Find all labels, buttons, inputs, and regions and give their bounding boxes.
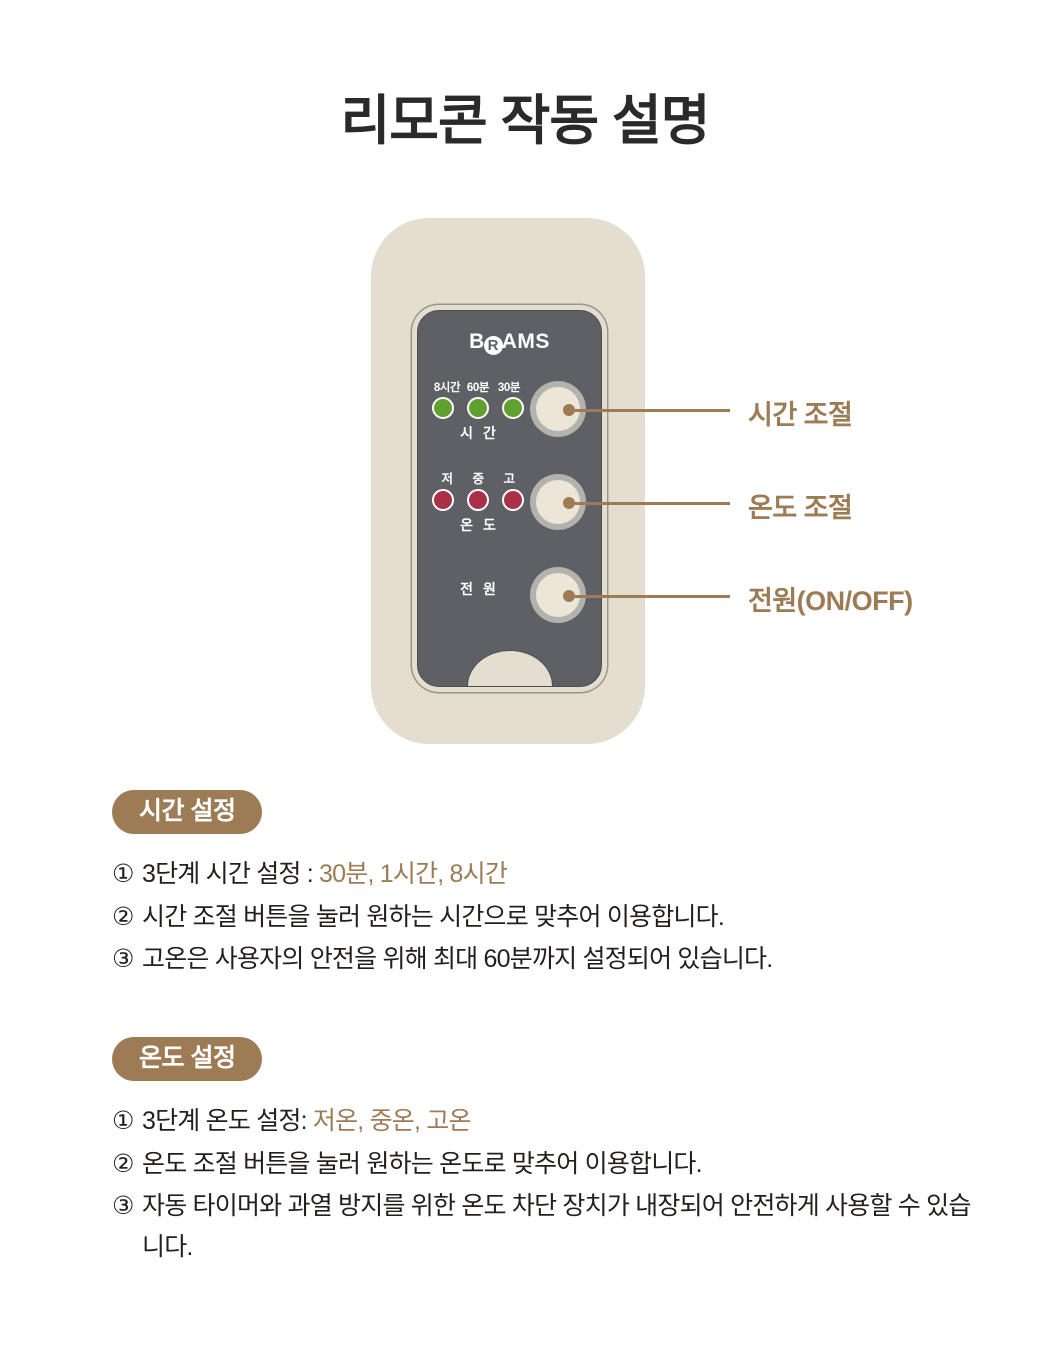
list-item: ② 시간 조절 버튼을 눌러 원하는 시간으로 맞추어 이용합니다. [112,897,972,938]
callout-label-power: 전원(ON/OFF) [748,586,913,616]
time-cap-30m: 30분 [497,382,521,394]
list-item: ① 3단계 온도 설정: 저온, 중온, 고온 [112,1101,972,1142]
power-button-label: 전 원 [460,581,499,597]
list-text-main: 3단계 온도 설정: [142,1107,313,1136]
temperature-settings-section: 온도 설정 ① 3단계 온도 설정: 저온, 중온, 고온 ② 온도 조절 버튼… [112,1037,972,1269]
temperature-led-group: 저 중 고 온 도 [430,468,526,535]
time-cap-60m: 60분 [466,382,490,394]
time-group-label: 시 간 [460,425,499,441]
callout-dot-time-adjust [563,404,575,416]
temp-cap-low: 저 [441,472,453,486]
callout-dot-temperature-adjust [563,497,575,509]
time-led-group: 8시간 60분 30분 시 간 [430,379,526,443]
time-settings-badge: 시간 설정 [112,790,263,835]
list-text-main: 고온은 사용자의 안전을 위해 최대 60분까지 설정되어 있습니다. [142,945,773,974]
list-text: 시간 조절 버튼을 눌러 원하는 시간으로 맞추어 이용합니다. [142,897,972,938]
led-indicator-30m [502,397,524,419]
list-text-main: 온도 조절 버튼을 눌러 원하는 온도로 맞추어 이용합니다. [142,1149,703,1178]
callout-dot-power [563,590,575,602]
panel-bottom-notch [466,650,553,686]
led-indicator-mid [467,489,489,511]
time-settings-bullets: ① 3단계 시간 설정 : 30분, 1시간, 8시간 ② 시간 조절 버튼을 … [112,854,972,980]
list-marker: ③ [112,945,134,974]
list-marker: ② [112,1149,134,1178]
callout-line-time-adjust [575,409,730,412]
brams-logo-suffix: AMS [501,330,550,353]
brams-registered-mark: R [483,336,503,355]
list-text: 온도 조절 버튼을 눌러 원하는 온도로 맞추어 이용합니다. [142,1144,972,1185]
list-text: 3단계 시간 설정 : 30분, 1시간, 8시간 [142,854,972,895]
temp-cap-high: 고 [503,472,515,486]
temp-led-captions: 저 중 고 [430,468,526,487]
list-text-accent: 저온, 중온, 고온 [312,1107,472,1136]
temp-led-row [430,489,526,511]
time-led-captions: 8시간 60분 30분 [430,379,526,395]
temperature-settings-bullets: ① 3단계 온도 설정: 저온, 중온, 고온 ② 온도 조절 버튼을 눌러 원… [112,1101,972,1267]
temp-cap-mid: 중 [472,472,484,486]
list-text-main: 3단계 시간 설정 : [142,860,320,889]
list-item: ③ 자동 타이머와 과열 방지를 위한 온도 차단 장치가 내장되어 안전하게 … [112,1186,972,1267]
list-item: ② 온도 조절 버튼을 눌러 원하는 온도로 맞추어 이용합니다. [112,1144,972,1185]
callout-line-temperature-adjust [575,502,730,505]
list-marker: ② [112,902,134,931]
list-marker: ③ [112,1192,134,1221]
list-item: ① 3단계 시간 설정 : 30분, 1시간, 8시간 [112,854,972,895]
temperature-adjust-button[interactable] [530,474,586,530]
led-indicator-high [502,489,524,511]
list-text: 자동 타이머와 과열 방지를 위한 온도 차단 장치가 내장되어 안전하게 사용… [142,1186,972,1267]
time-led-row [430,397,526,419]
list-item: ③ 고온은 사용자의 안전을 위해 최대 60분까지 설정되어 있습니다. [112,939,972,980]
list-text: 3단계 온도 설정: 저온, 중온, 고온 [142,1101,972,1142]
time-cap-8h: 8시간 [433,382,461,394]
temperature-settings-badge: 온도 설정 [112,1037,263,1082]
callout-line-power [575,595,730,598]
list-marker: ① [112,860,134,889]
list-text-main: 자동 타이머와 과열 방지를 위한 온도 차단 장치가 내장되어 안전하게 사용… [142,1192,971,1261]
brams-logo-prefix: B [469,330,485,353]
list-text: 고온은 사용자의 안전을 위해 최대 60분까지 설정되어 있습니다. [142,939,972,980]
page-title: 리모콘 작동 설명 [340,91,711,151]
temperature-group-label: 온 도 [460,517,499,533]
list-marker: ① [112,1107,134,1136]
led-indicator-low [432,489,454,511]
led-indicator-60m [467,397,489,419]
time-settings-section: 시간 설정 ① 3단계 시간 설정 : 30분, 1시간, 8시간 ② 시간 조… [112,790,972,982]
callout-label-temperature-adjust: 온도 조절 [748,493,853,523]
list-text-accent: 30분, 1시간, 8시간 [319,860,508,889]
callout-label-time-adjust: 시간 조절 [748,400,853,430]
led-indicator-8h [432,397,454,419]
list-text-main: 시간 조절 버튼을 눌러 원하는 시간으로 맞추어 이용합니다. [142,902,725,931]
